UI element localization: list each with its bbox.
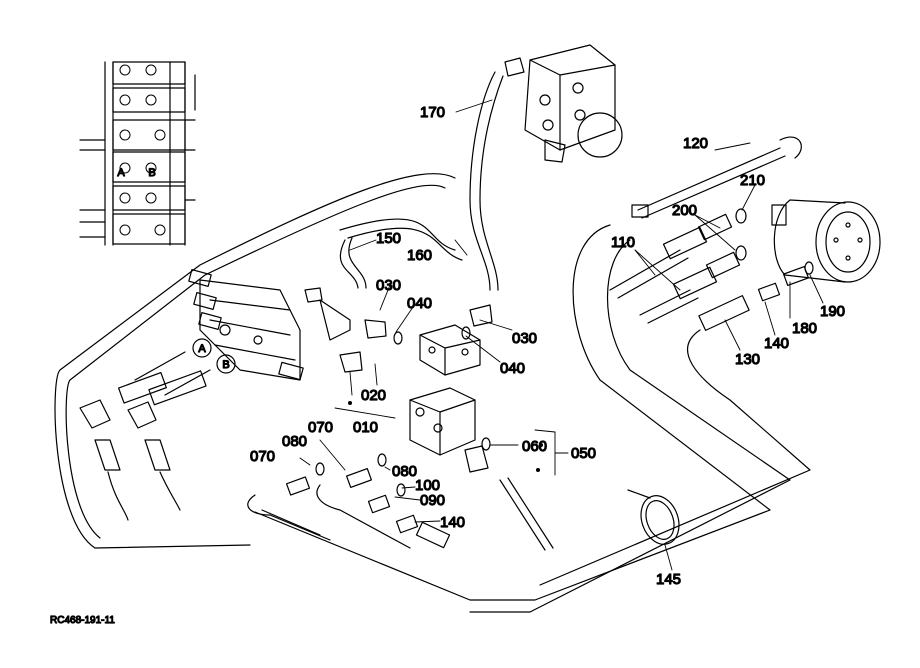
callout-080-left: 080	[282, 433, 307, 450]
hose-170	[469, 71, 504, 291]
callout-030-left: 030	[376, 277, 401, 294]
leader-lines	[299, 99, 824, 571]
hose-clamp	[627, 489, 680, 545]
drawing-code: RC468-191-11	[50, 615, 115, 626]
travel-motor	[771, 199, 881, 283]
port-a-label: A	[198, 343, 206, 355]
callout-070-lower: 070	[250, 448, 275, 465]
quick-couplers	[609, 213, 750, 331]
manifold-block-lower	[409, 387, 476, 456]
callout-040-left: 040	[407, 295, 432, 312]
hose-150-160	[339, 218, 463, 289]
callout-010: 010	[353, 419, 378, 436]
callout-145: 145	[656, 571, 681, 588]
hose-run-left	[54, 173, 456, 549]
callout-130: 130	[735, 351, 760, 368]
elbow-fittings	[304, 287, 493, 373]
callout-160: 160	[407, 247, 432, 264]
manifold-block-upper	[419, 324, 481, 376]
adapter-fittings	[285, 265, 809, 534]
callout-140-lower: 140	[440, 514, 465, 531]
callout-120: 120	[683, 135, 708, 152]
o-rings	[315, 208, 814, 497]
callout-210: 210	[740, 172, 765, 189]
control-valve	[188, 269, 304, 381]
port-marker-a	[192, 338, 212, 358]
callout-050: 050	[571, 445, 596, 462]
callout-110: 110	[611, 234, 635, 251]
callout-080-right: 080	[392, 463, 417, 480]
callout-070-upper: 070	[308, 419, 333, 436]
hose-run-right	[254, 224, 811, 613]
pilot-valve	[504, 44, 623, 163]
port-b-label: B	[222, 359, 229, 371]
callout-190: 190	[820, 303, 845, 320]
callout-030-right: 030	[512, 330, 537, 347]
valve-hose-fittings	[79, 370, 207, 521]
callout-090: 090	[420, 492, 445, 509]
port-marker-b	[216, 354, 236, 374]
callout-060: 060	[522, 438, 547, 455]
reference-dots	[348, 401, 543, 472]
hose-ends-lower	[247, 477, 554, 551]
callout-020: 020	[361, 387, 386, 404]
callout-140-right: 140	[764, 335, 789, 352]
callout-200: 200	[672, 202, 697, 219]
inset-port-b-label: B	[148, 167, 155, 179]
port-leader-lines	[134, 351, 211, 396]
schematic-inset	[79, 61, 196, 246]
callout-150: 150	[376, 230, 401, 247]
inset-port-a-label: A	[117, 167, 125, 179]
callout-040-right: 040	[500, 360, 525, 377]
callout-170: 170	[420, 104, 445, 121]
callout-180: 180	[792, 320, 817, 337]
hose-120	[631, 136, 802, 219]
callout-100: 100	[415, 477, 440, 494]
